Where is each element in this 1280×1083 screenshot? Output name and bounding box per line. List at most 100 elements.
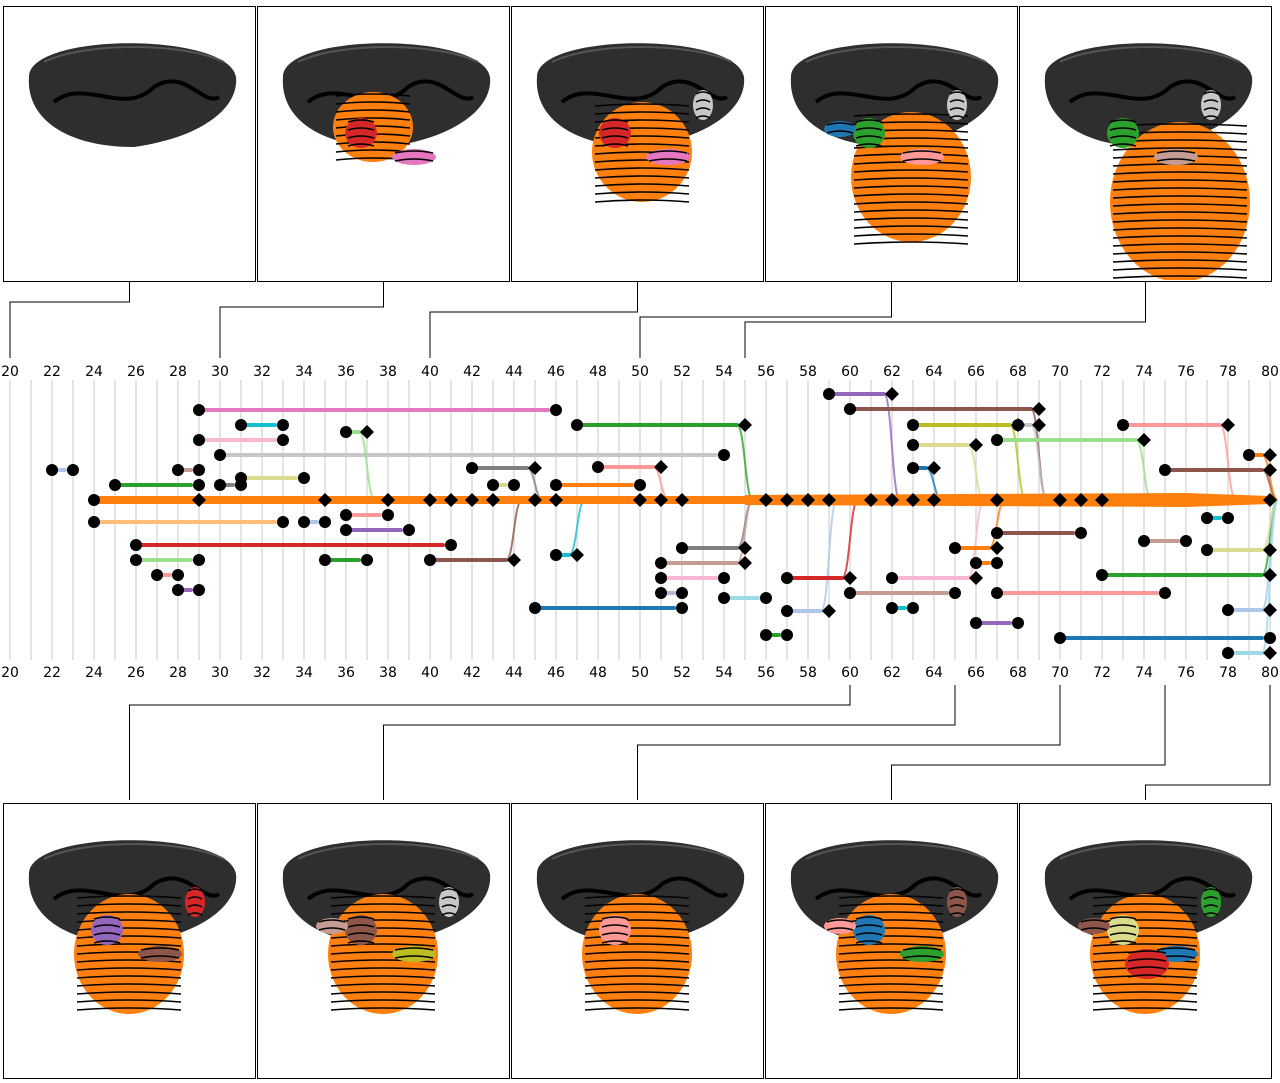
bottom-connector bbox=[637, 685, 1061, 800]
birth-death-circle bbox=[1012, 419, 1024, 431]
tick-label-bottom: 74 bbox=[1135, 665, 1153, 680]
tick-label-bottom: 54 bbox=[715, 665, 733, 680]
top-connector bbox=[219, 282, 384, 358]
birth-death-circle bbox=[781, 629, 793, 641]
tick-label-top: 32 bbox=[253, 364, 271, 380]
birth-death-circle bbox=[1201, 512, 1213, 524]
birth-death-circle bbox=[907, 419, 919, 431]
birth-death-circle bbox=[970, 617, 982, 629]
merge-event-diamond bbox=[654, 493, 668, 507]
brain-cortex-shape bbox=[28, 43, 237, 147]
bottom-snapshot-panel-4 bbox=[1019, 803, 1272, 1079]
merge-event-diamond bbox=[423, 493, 437, 507]
component-blob-green bbox=[1107, 118, 1139, 148]
top-connector bbox=[9, 282, 130, 358]
birth-death-circle bbox=[1222, 604, 1234, 616]
tick-label-bottom: 20 bbox=[1, 665, 19, 680]
merge-event-diamond bbox=[360, 425, 374, 439]
merge-event-diamond bbox=[780, 493, 794, 507]
merge-event-diamond bbox=[1032, 402, 1046, 416]
brain-sulcus bbox=[1068, 79, 1237, 104]
tick-label-bottom: 48 bbox=[589, 665, 607, 680]
birth-death-circle bbox=[277, 419, 289, 431]
tick-label-top: 22 bbox=[43, 364, 61, 380]
component-blob-brown bbox=[947, 887, 967, 917]
birth-death-circle bbox=[1012, 617, 1024, 629]
merge-event-diamond bbox=[1263, 568, 1277, 582]
tick-label-bottom: 70 bbox=[1051, 665, 1069, 680]
birth-death-circle bbox=[676, 602, 688, 614]
birth-death-circle bbox=[655, 587, 667, 599]
birth-death-circle bbox=[1054, 632, 1066, 644]
brain-cortex-shape bbox=[1044, 840, 1253, 944]
merge-event-diamond bbox=[738, 418, 752, 432]
birth-death-circle bbox=[991, 434, 1003, 446]
birth-death-circle bbox=[214, 449, 226, 461]
component-blob-brown bbox=[138, 946, 182, 962]
merge-event-diamond bbox=[528, 493, 542, 507]
component-track bbox=[1205, 499, 1279, 552]
component-blob-tan bbox=[1154, 149, 1198, 165]
birth-death-circle bbox=[382, 509, 394, 521]
tick-label-top: 26 bbox=[127, 364, 145, 380]
merge-event-diamond bbox=[1074, 493, 1088, 507]
birth-death-circle bbox=[193, 479, 205, 491]
birth-death-circle bbox=[1096, 569, 1108, 581]
birth-death-circle bbox=[424, 554, 436, 566]
birth-death-circle bbox=[109, 479, 121, 491]
event-markers bbox=[46, 387, 1277, 660]
birth-death-circle bbox=[277, 434, 289, 446]
component-track bbox=[1121, 423, 1237, 501]
birth-death-circle bbox=[550, 549, 562, 561]
birth-death-circle bbox=[823, 388, 835, 400]
top-connector bbox=[639, 282, 892, 358]
birth-death-circle bbox=[949, 542, 961, 554]
component-blob-salmon bbox=[824, 918, 856, 934]
birth-death-circle bbox=[550, 479, 562, 491]
birth-death-circle bbox=[571, 419, 583, 431]
merge-event-diamond bbox=[906, 493, 920, 507]
birth-death-circle bbox=[466, 462, 478, 474]
merge-event-diamond bbox=[1221, 418, 1235, 432]
component-blob-blue bbox=[853, 915, 885, 945]
brain-sulcus bbox=[1068, 876, 1237, 901]
brain-cortex-shape bbox=[536, 840, 745, 944]
birth-death-circle bbox=[172, 584, 184, 596]
tick-label-bottom: 32 bbox=[253, 665, 271, 680]
component-blob-green bbox=[853, 118, 885, 148]
tick-label-bottom: 76 bbox=[1177, 665, 1195, 680]
merge-event-diamond bbox=[1263, 603, 1277, 617]
top-connector bbox=[744, 282, 1146, 358]
tick-label-bottom: 78 bbox=[1219, 665, 1237, 680]
component-blob-blue bbox=[824, 121, 856, 137]
tick-label-top: 52 bbox=[673, 364, 691, 380]
merge-event-diamond bbox=[528, 461, 542, 475]
merge-event-diamond bbox=[801, 493, 815, 507]
bottom-connector bbox=[383, 685, 956, 800]
merge-event-diamond bbox=[654, 460, 668, 474]
tick-label-bottom: 50 bbox=[631, 665, 649, 680]
bottom-snapshot-panel-2 bbox=[511, 803, 764, 1079]
birth-death-circle bbox=[1159, 587, 1171, 599]
merge-event-diamond bbox=[885, 493, 899, 507]
birth-death-circle bbox=[298, 516, 310, 528]
merge-event-diamond bbox=[885, 387, 899, 401]
merge-event-diamond bbox=[444, 493, 458, 507]
birth-death-circle bbox=[991, 587, 1003, 599]
component-blob-gray bbox=[693, 90, 713, 120]
merge-event-diamond bbox=[1263, 543, 1277, 557]
tick-label-bottom: 30 bbox=[211, 665, 229, 680]
birth-death-circle bbox=[193, 404, 205, 416]
component-blob-green bbox=[1201, 887, 1221, 917]
tick-label-bottom: 44 bbox=[505, 665, 523, 680]
birth-death-circle bbox=[1222, 512, 1234, 524]
track-merge-curve bbox=[1261, 454, 1279, 501]
brain-cortex-shape bbox=[790, 43, 999, 147]
birth-death-circle bbox=[130, 554, 142, 566]
birth-death-circle bbox=[88, 494, 100, 506]
tick-label-top: 30 bbox=[211, 364, 229, 380]
component-track bbox=[659, 499, 754, 565]
